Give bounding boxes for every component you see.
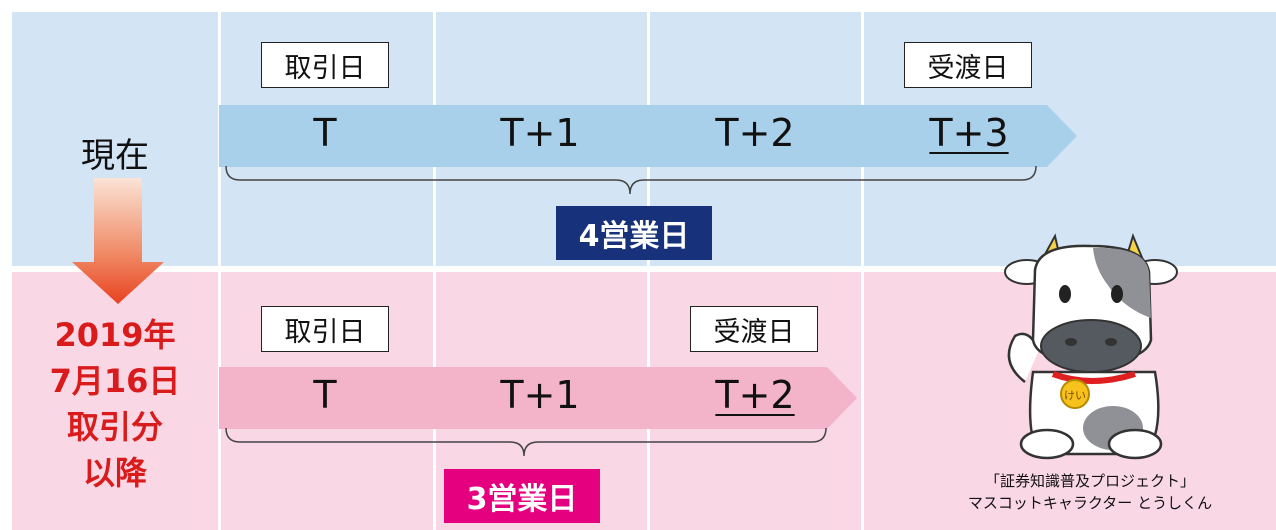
future-span-badge: 3営業日	[444, 469, 600, 523]
current-timeline-arrow	[219, 105, 1077, 167]
column-divider	[433, 12, 436, 530]
future-date-line-2: 7月16日	[49, 362, 181, 400]
column-divider	[218, 12, 221, 530]
current-day-t3: T+3	[929, 111, 1009, 155]
column-divider	[861, 12, 864, 530]
future-day-t: T	[313, 373, 337, 417]
current-label: 現在	[81, 136, 149, 176]
current-span-badge: 4営業日	[556, 206, 712, 260]
future-day-t1: T+1	[500, 373, 580, 417]
mascot-cow-illustration: けい	[1004, 233, 1178, 460]
current-day-t: T	[313, 111, 337, 155]
mascot-caption: 「証券知識普及プロジェクト」 マスコットキャラクター とうしくん	[930, 470, 1250, 514]
down-arrow	[72, 178, 164, 304]
mascot-caption-line-1: 「証券知識普及プロジェクト」	[984, 472, 1195, 490]
current-day-t1: T+1	[500, 111, 580, 155]
future-span-brace	[225, 427, 827, 457]
future-timeline-arrow	[219, 367, 857, 429]
current-trade-day-label: 取引日	[261, 42, 389, 88]
current-span-brace	[225, 165, 1037, 195]
future-trade-day-label: 取引日	[261, 306, 389, 352]
current-day-t2: T+2	[715, 111, 795, 155]
future-date-line-3: 取引分	[66, 408, 163, 446]
future-settle-day-label: 受渡日	[690, 306, 818, 352]
future-date-line-1: 2019年	[54, 316, 176, 354]
future-date-line-4: 以降	[82, 454, 147, 492]
future-day-t2: T+2	[715, 373, 795, 417]
mascot-caption-line-2: マスコットキャラクター とうしくん	[967, 494, 1213, 512]
future-date-text: 2019年 7月16日 取引分 以降	[12, 312, 218, 496]
current-settle-day-label: 受渡日	[904, 42, 1032, 88]
column-divider	[647, 12, 650, 530]
mascot-bell-text: けい	[1064, 389, 1086, 402]
